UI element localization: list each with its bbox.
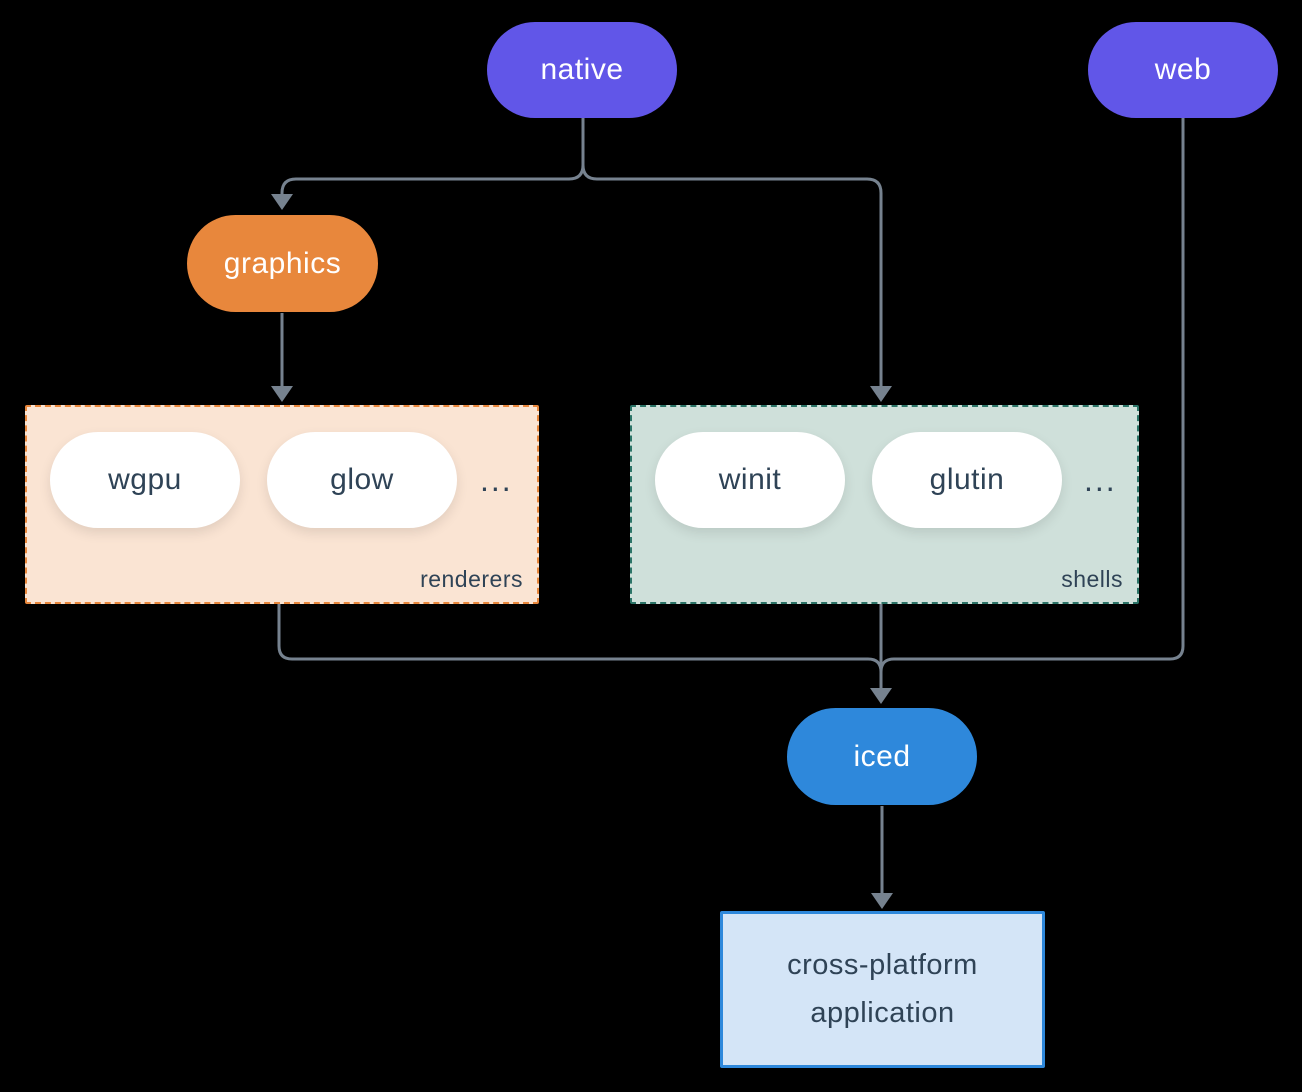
node-glow: glow bbox=[267, 432, 457, 528]
shells-ellipsis: ... bbox=[1084, 461, 1117, 498]
node-graphics-label: graphics bbox=[223, 246, 342, 280]
node-wgpu-label: wgpu bbox=[108, 463, 182, 496]
node-application-label: cross-platform application bbox=[787, 948, 978, 1029]
shells-group-box: winit glutin ... shells bbox=[630, 405, 1139, 604]
node-iced-label: iced bbox=[853, 739, 911, 773]
node-glutin-label: glutin bbox=[929, 463, 1005, 496]
edge-native-to-graphics bbox=[280, 117, 585, 195]
node-winit: winit bbox=[655, 432, 845, 528]
node-winit-label: winit bbox=[718, 463, 782, 496]
arrowhead-renderers bbox=[271, 386, 293, 402]
node-cross-platform-application: cross-platform application bbox=[720, 911, 1045, 1068]
edge-native-to-shells bbox=[581, 164, 883, 387]
node-web: web bbox=[1088, 22, 1278, 118]
node-native: native bbox=[487, 22, 677, 118]
node-iced: iced bbox=[787, 708, 977, 805]
renderers-ellipsis: ... bbox=[480, 461, 513, 498]
renderers-group-label: renderers bbox=[420, 566, 523, 592]
node-native-label: native bbox=[540, 53, 624, 86]
arrowhead-graphics bbox=[271, 194, 293, 210]
node-glutin: glutin bbox=[872, 432, 1062, 528]
renderers-group-box: wgpu glow ... renderers bbox=[25, 405, 539, 604]
node-graphics: graphics bbox=[187, 215, 378, 312]
arrowhead-iced bbox=[870, 688, 892, 704]
arrowhead-shells bbox=[870, 386, 892, 402]
edge-renderers-to-iced bbox=[277, 601, 883, 673]
node-glow-label: glow bbox=[330, 463, 394, 496]
node-web-label: web bbox=[1154, 53, 1212, 86]
arrowhead-application bbox=[871, 893, 893, 909]
shells-group-label: shells bbox=[1061, 566, 1123, 592]
node-wgpu: wgpu bbox=[50, 432, 240, 528]
